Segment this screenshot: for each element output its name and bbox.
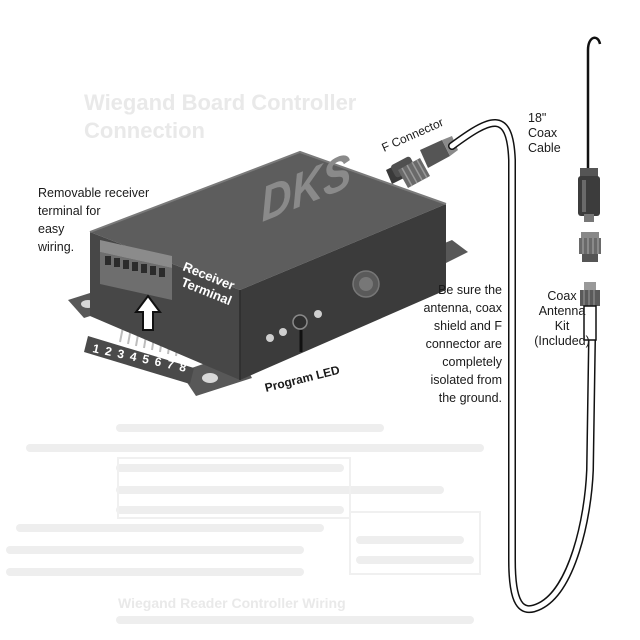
- coax-cable: [448, 119, 596, 614]
- isolation-note: Be sure the antenna, coax shield and F c…: [423, 283, 502, 405]
- coax-cable-line-2: Coax: [528, 126, 558, 140]
- coax-cable-note: 18" Coax Cable: [528, 111, 561, 155]
- removable-receiver-line-1: Removable receiver: [38, 186, 149, 200]
- isolation-note-line-3: shield and F: [434, 319, 502, 333]
- watermark-table-lines: [6, 424, 484, 624]
- receiver-terminal-block: [100, 240, 172, 300]
- removable-receiver-note: Removable receiver terminal for easy wir…: [37, 186, 149, 254]
- antenna-kit: [578, 36, 602, 341]
- watermark-title-line-2: Connection: [84, 118, 205, 143]
- removable-receiver-line-3: easy: [38, 222, 65, 236]
- antenna-kit-note: Coax Antenna Kit (Included): [534, 289, 590, 348]
- antenna-kit-line-2: Antenna: [539, 304, 586, 318]
- coax-cable-line-3: Cable: [528, 141, 561, 155]
- box-top-face: [90, 152, 446, 290]
- antenna-jack: [386, 156, 415, 184]
- isolation-note-line-7: the ground.: [439, 391, 502, 405]
- coax-cable-line-1: 18": [528, 111, 546, 125]
- removable-receiver-line-4: wiring.: [37, 240, 74, 254]
- box-right-face: [240, 204, 446, 380]
- led-indicators: [266, 310, 322, 342]
- program-led: [292, 314, 308, 330]
- background-watermark: Wiegand Board Controller Connection Wieg…: [6, 90, 484, 624]
- isolation-note-line-2: antenna, coax: [423, 301, 502, 315]
- barrel-adapter: [579, 232, 601, 262]
- cable-end-connector: [580, 282, 600, 341]
- removable-receiver-line-2: terminal for: [38, 204, 101, 218]
- led-left: [266, 334, 274, 342]
- antenna-body: [578, 168, 600, 222]
- watermark-title-line-1: Wiegand Board Controller: [84, 90, 357, 115]
- isolation-note-line-1: Be sure the: [438, 283, 502, 297]
- program-led-label: Program LED: [263, 363, 341, 395]
- watermark-footer: Wiegand Reader Controller Wiring: [118, 595, 346, 611]
- antenna-kit-line-1: Coax: [547, 289, 577, 303]
- led-middle: [279, 328, 287, 336]
- isolation-note-line-4: connector are: [426, 337, 502, 351]
- led-right: [314, 310, 322, 318]
- terminal-arrow: [134, 294, 162, 331]
- antenna-kit-line-3: Kit: [555, 319, 570, 333]
- antenna-kit-line-4: (Included): [534, 334, 590, 348]
- isolation-note-line-5: completely: [442, 355, 502, 369]
- round-port: [352, 270, 380, 298]
- antenna-whip: [586, 36, 602, 172]
- isolation-note-line-6: isolated from: [430, 373, 502, 387]
- controller-box: DKS: [89, 143, 447, 380]
